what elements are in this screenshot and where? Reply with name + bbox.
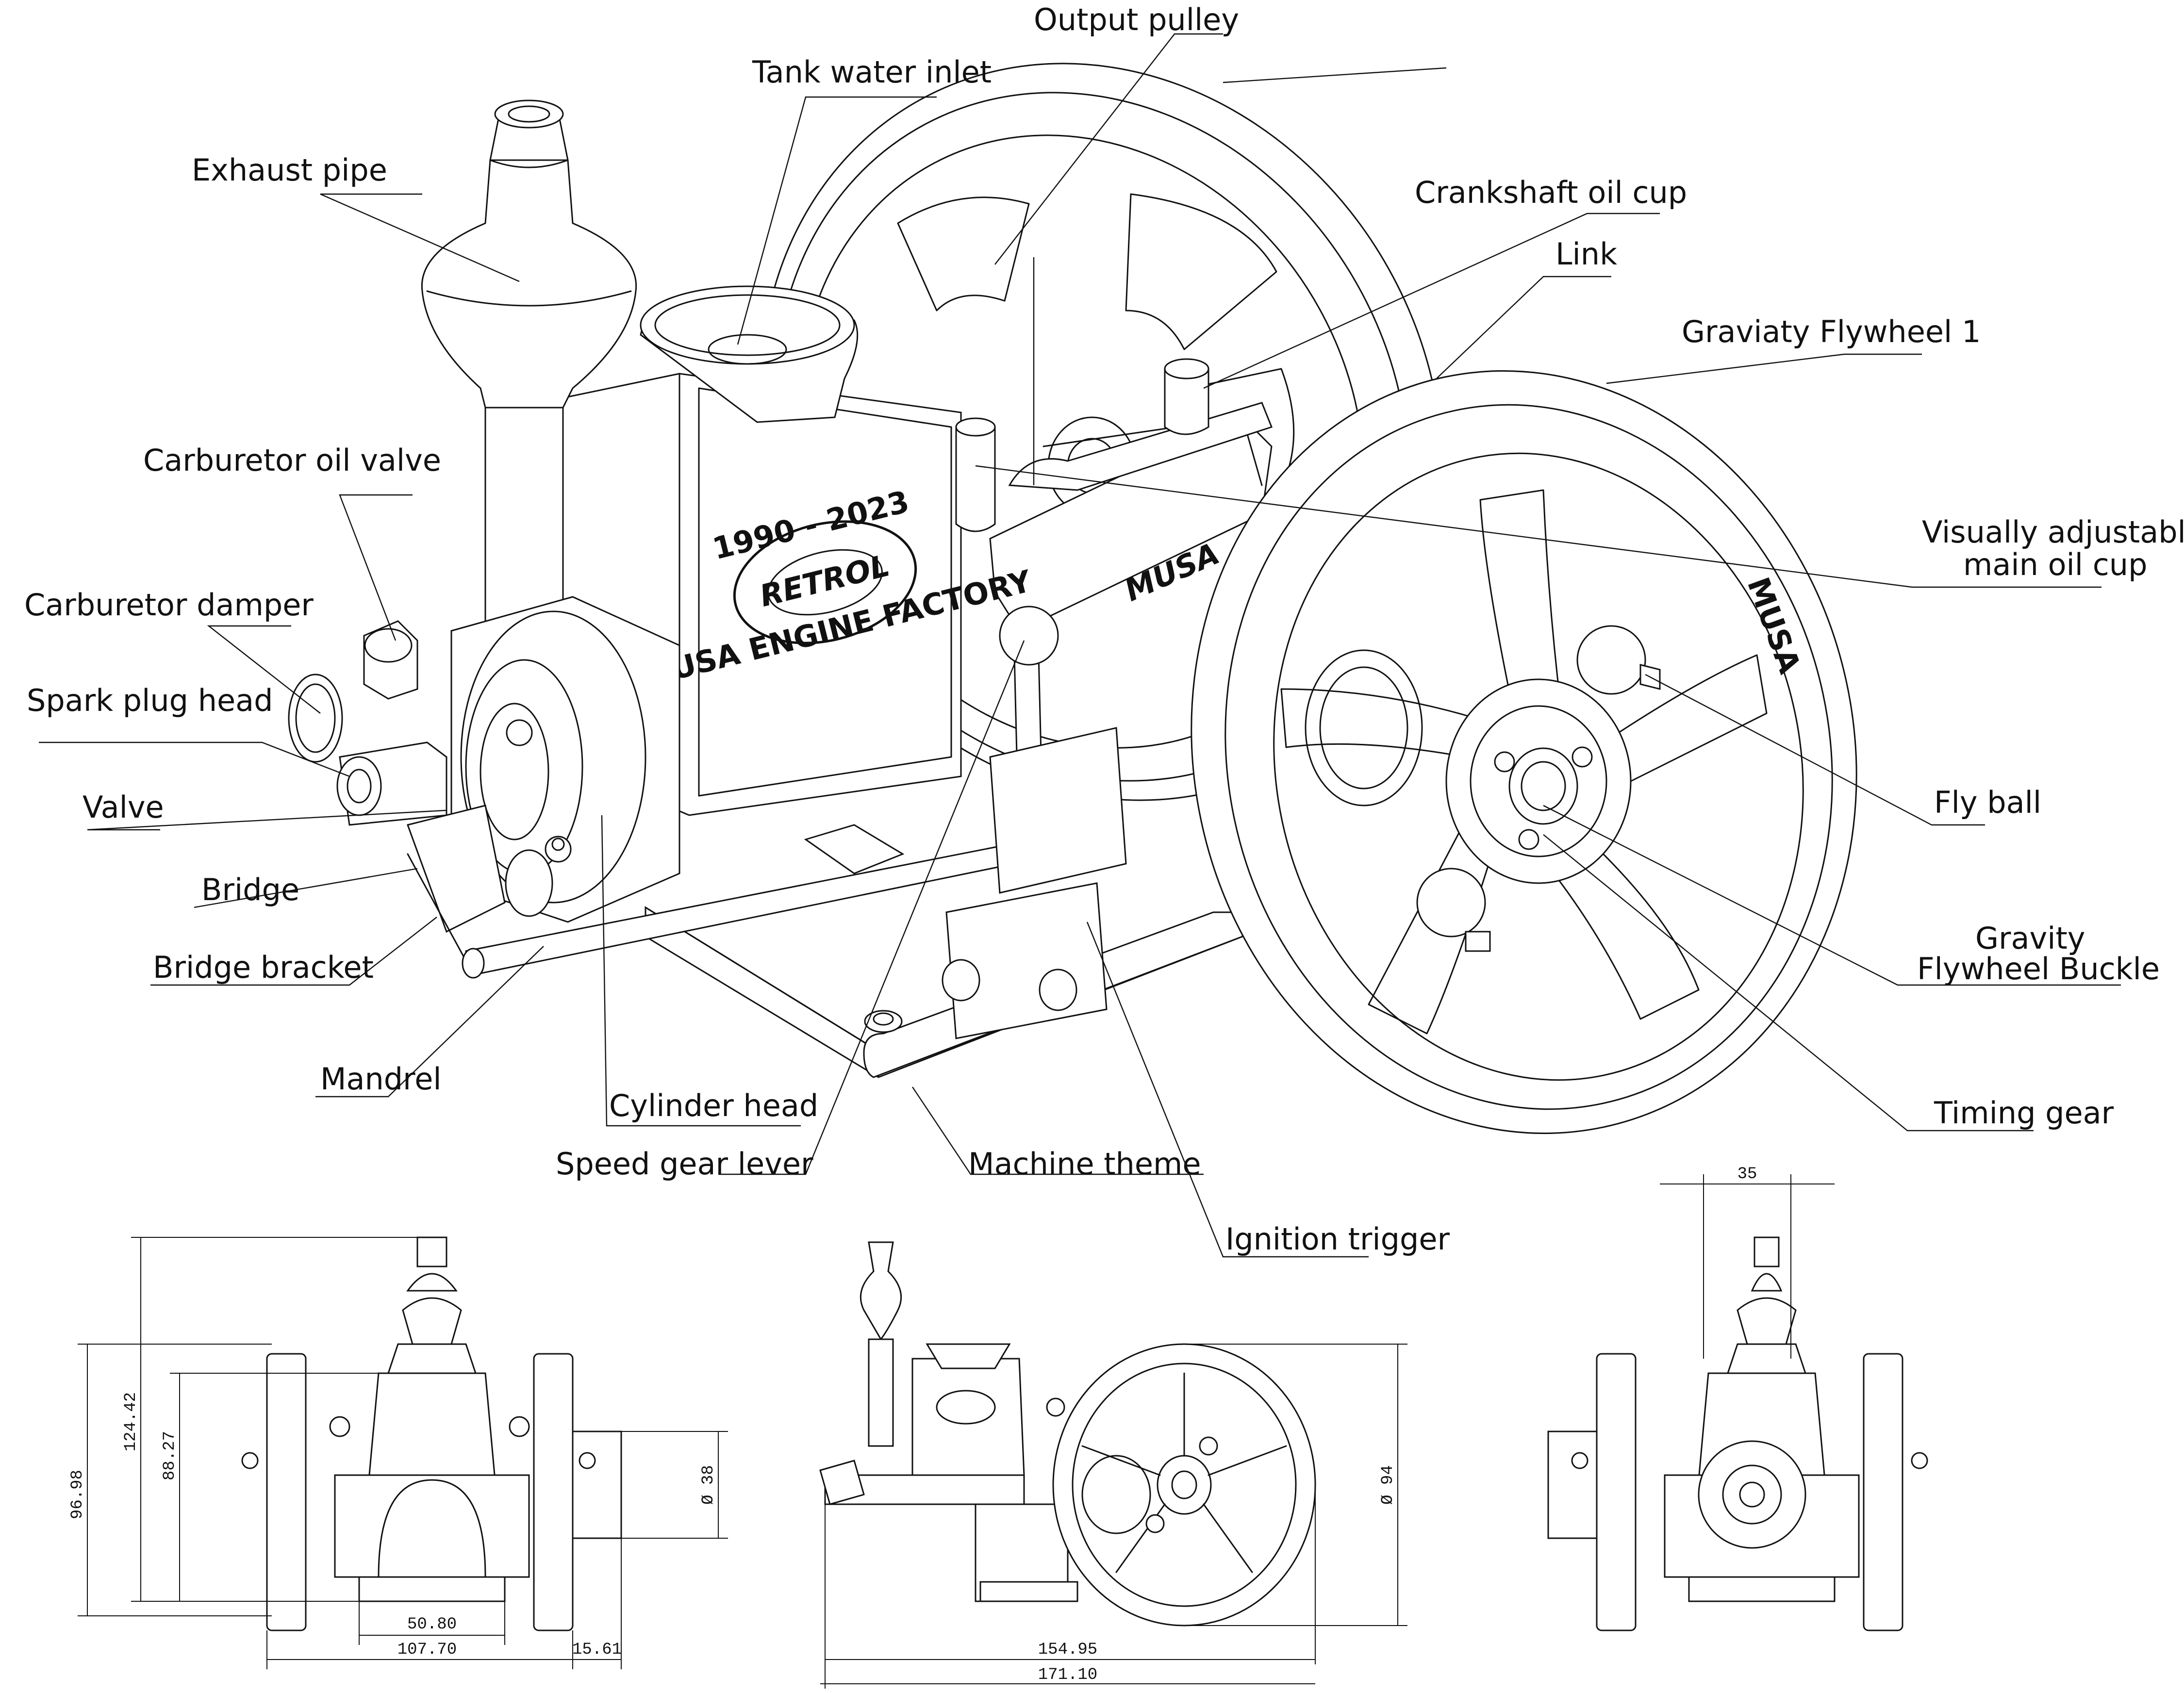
dim-pulley-width: 15.61 — [572, 1641, 622, 1659]
label-fly-ball: Fly ball — [1934, 785, 2041, 820]
dim-front-total-height: 124.42 — [122, 1392, 140, 1451]
label-bridge: Bridge — [201, 872, 299, 907]
dim-side-total-length: 171.10 — [1038, 1666, 1097, 1684]
dim-pulley-diameter: Ø 38 — [699, 1465, 718, 1505]
dim-front-overall-height: 96.98 — [68, 1470, 87, 1519]
label-visually-adjustable-1: Visually adjustable — [1922, 514, 2184, 550]
label-bridge-bracket: Bridge bracket — [153, 950, 374, 985]
label-crankshaft-oil-cup: Crankshaft oil cup — [1415, 175, 1687, 210]
label-gravity-buckle-1: Gravity — [1975, 920, 2085, 956]
rear-view — [1547, 1236, 1928, 1631]
side-view — [819, 1241, 1316, 1627]
carburetor-cluster — [288, 620, 553, 967]
label-output-pulley: Output pulley — [1034, 2, 1239, 37]
engine-isometric-view: MUSA RETROL 1990 - 2023 MUSA ENGINE FACT… — [288, 63, 1857, 1134]
dim-front-body-height: 88.27 — [161, 1431, 179, 1480]
label-link: Link — [1555, 236, 1617, 272]
dim-rear-offset: 35 — [1737, 1165, 1757, 1183]
label-cylinder-head: Cylinder head — [609, 1088, 818, 1123]
cylinder-block — [450, 596, 680, 923]
oil-cups — [955, 358, 1209, 532]
label-machine-theme: Machine theme — [968, 1146, 1201, 1182]
dim-flywheel-diameter: Ø 94 — [1379, 1465, 1397, 1505]
label-carburetor-oil-valve: Carburetor oil valve — [143, 443, 441, 478]
dim-front-base-width: 50.80 — [407, 1615, 457, 1634]
label-carburetor-damper: Carburetor damper — [24, 587, 314, 623]
exhaust-pipe — [421, 99, 637, 656]
gravity-flywheel: MUSA — [1191, 370, 1857, 1134]
dim-side-body-length: 154.95 — [1038, 1641, 1097, 1659]
label-gravity-buckle-2: Flywheel Buckle — [1917, 951, 2160, 986]
dim-front-wheel-span: 107.70 — [397, 1641, 457, 1659]
label-gravity-flywheel-1: Graviaty Flywheel 1 — [1682, 314, 1981, 349]
front-view — [241, 1236, 622, 1631]
label-tank-water-inlet: Tank water inlet — [752, 54, 992, 90]
label-spark-plug-head: Spark plug head — [27, 683, 273, 718]
leader-lines — [39, 33, 2121, 1258]
label-exhaust-pipe: Exhaust pipe — [192, 152, 387, 188]
timing-gear-area — [942, 727, 1127, 1039]
label-mandrel: Mandrel — [320, 1061, 442, 1097]
label-speed-gear-lever: Speed gear lever — [556, 1146, 813, 1182]
side-view-dimensions: Ø 94 154.95 171.10 — [820, 1344, 1407, 1689]
label-ignition-trigger: Ignition trigger — [1225, 1221, 1450, 1257]
front-view-dimensions: 96.98 124.42 88.27 50.80 107.70 15.61 Ø … — [68, 1237, 728, 1669]
part-labels: Output pulley Tank water inlet Exhaust p… — [24, 2, 2184, 1257]
label-visually-adjustable-2: main oil cup — [1963, 547, 2147, 582]
tank-water-inlet — [640, 285, 859, 423]
machine-base — [645, 906, 1243, 1078]
label-timing-gear: Timing gear — [1934, 1095, 2114, 1131]
rear-view-dimensions: 35 — [1660, 1165, 1835, 1359]
label-valve: Valve — [83, 789, 164, 825]
